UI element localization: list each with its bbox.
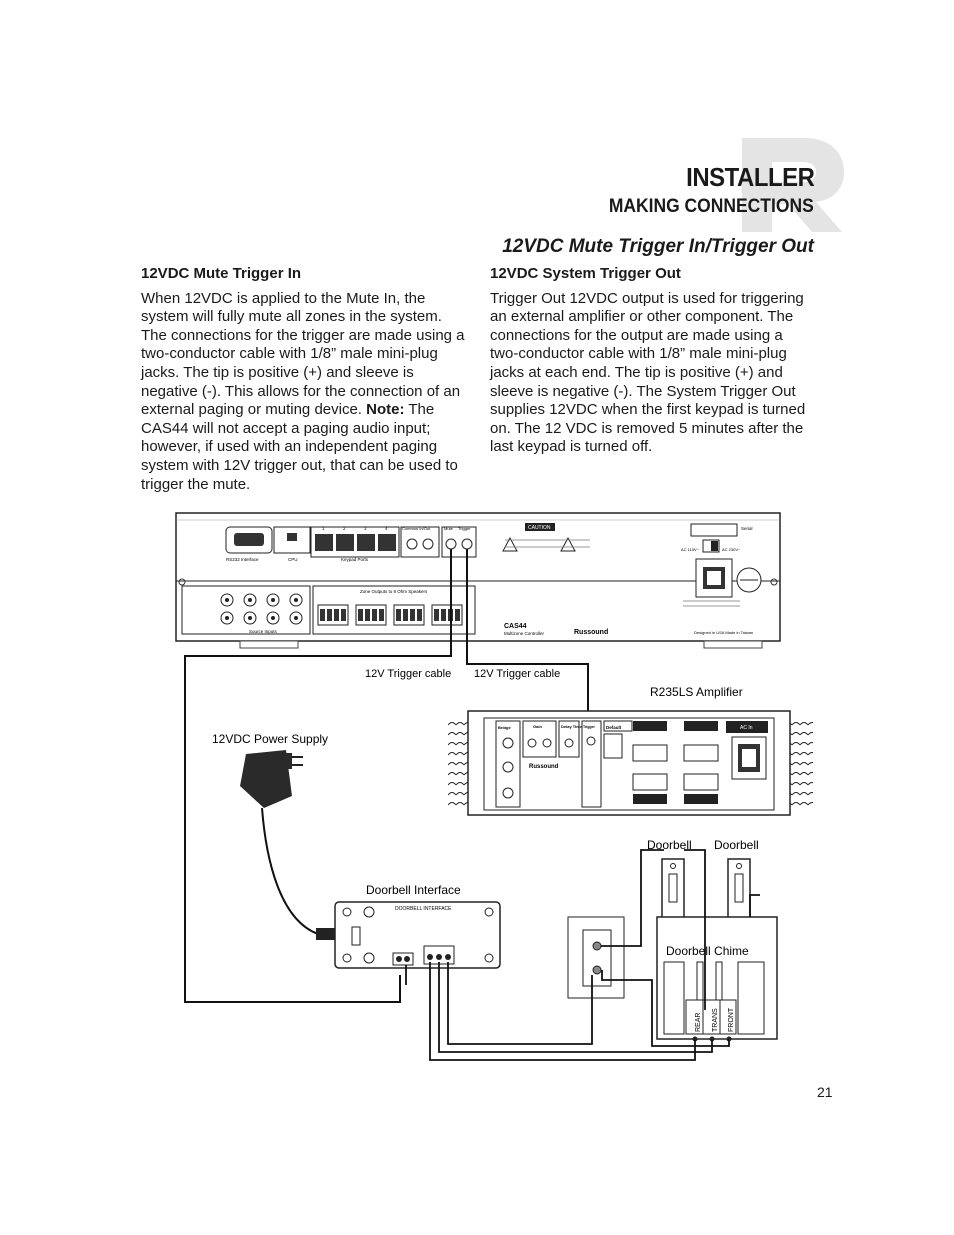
amplifier-label: R235LS Amplifier	[650, 685, 743, 699]
amp-ac-in-label: AC In	[740, 725, 753, 731]
doorbell-2-label: Doorbell	[714, 838, 759, 852]
r235ls-amplifier: R235LS Amplifier Bridge Gain Delay Time …	[448, 685, 813, 816]
cable-label-1: 12V Trigger cable	[365, 668, 451, 680]
doorbell-wiring	[405, 849, 760, 1061]
common-io-label: Common In/Out	[402, 526, 431, 531]
right-column: 12VDC System Trigger Out Trigger Out 12V…	[490, 265, 815, 457]
ac115-label: AC 115V~	[681, 547, 700, 552]
cas44-model-desc: Multizone Controller	[504, 631, 545, 636]
chime-terminal-rear: REAR	[695, 1013, 702, 1032]
doorbell-interface: Doorbell Interface DOORBELL INTERFACE	[334, 883, 501, 969]
cas44-brand: Russound	[574, 629, 608, 636]
cas44-model: CAS44	[504, 623, 527, 630]
trigger-port-label: Trigger	[458, 526, 471, 531]
keypad-num-2: 2	[343, 526, 346, 531]
amp-brand: Russound	[529, 764, 559, 770]
amp-bridge-label: Bridge	[498, 725, 511, 730]
system-trigger-body: Trigger Out 12VDC output is used for tri…	[490, 289, 806, 456]
doorbell-chime: Doorbell Chime REAR TRANS FRONT	[656, 916, 778, 1042]
power-supply: 12VDC Power Supply	[212, 732, 354, 940]
doorbell-interface-label: Doorbell Interface	[366, 883, 461, 897]
note-label: Note:	[366, 401, 405, 419]
doorbells: Doorbell Doorbell	[647, 838, 759, 930]
russound-r-logo	[742, 138, 844, 232]
ac230-label: AC 230V~	[722, 547, 741, 552]
mute-trigger-heading: 12VDC Mute Trigger In	[141, 265, 302, 282]
system-trigger-heading: 12VDC System Trigger Out	[490, 265, 681, 282]
page-number: 21	[817, 1084, 833, 1100]
page-header-subtitle: MAKING CONNECTIONS	[609, 196, 814, 217]
transformer	[567, 916, 625, 999]
amp-default-label: Default	[606, 725, 622, 730]
section-title: 12VDC Mute Trigger In/Trigger Out	[502, 236, 814, 257]
mute-port-label: Mute	[444, 526, 454, 531]
cas44-controller: RS232 Interface CPU 1 2 3 4 Keypad Ports…	[175, 512, 781, 649]
keypad-num-1: 1	[322, 526, 325, 531]
amp-gain-label: Gain	[533, 724, 542, 729]
zone-outputs-label: Zone Outputs to 8 Ohm Speakers	[360, 589, 428, 594]
mute-trigger-body: When 12VDC is applied to the Mute In, th…	[141, 290, 466, 495]
cpu-label: CPU	[288, 557, 298, 562]
power-supply-label: 12VDC Power Supply	[212, 732, 328, 746]
chime-terminal-front: FRONT	[728, 1007, 735, 1032]
source-inputs-label: Source Inputs	[249, 629, 278, 634]
doorbell-chime-label: Doorbell Chime	[666, 944, 749, 958]
cas44-designed: Designed in USA Made in Taiwan	[694, 630, 753, 635]
doorbell-1-label: Doorbell	[647, 838, 692, 852]
chime-terminal-trans: TRANS	[712, 1008, 719, 1032]
keypad-num-4: 4	[385, 526, 388, 531]
amp-delay-label: Delay Time	[561, 724, 583, 729]
trigger-cables	[184, 549, 589, 1003]
left-column: 12VDC Mute Trigger In When 12VDC is appl…	[141, 265, 466, 494]
caution-label: CAUTION	[528, 525, 551, 531]
page-header-title: INSTALLER	[685, 162, 815, 192]
mute-body-text: When 12VDC is applied to the Mute In, th…	[141, 289, 465, 419]
keypad-num-3: 3	[364, 526, 367, 531]
serial-label: Serial	[741, 526, 753, 531]
mute-body-note: The CAS44 will not accept a paging audio…	[141, 401, 458, 493]
doorbell-board-text: DOORBELL INTERFACE	[395, 906, 452, 912]
cable-label-2: 12V Trigger cable	[474, 668, 560, 680]
keypad-ports-label: Keypad Ports	[341, 557, 369, 562]
rs232-label: RS232 Interface	[226, 557, 259, 562]
amp-trigger-label: Trigger	[583, 725, 596, 729]
